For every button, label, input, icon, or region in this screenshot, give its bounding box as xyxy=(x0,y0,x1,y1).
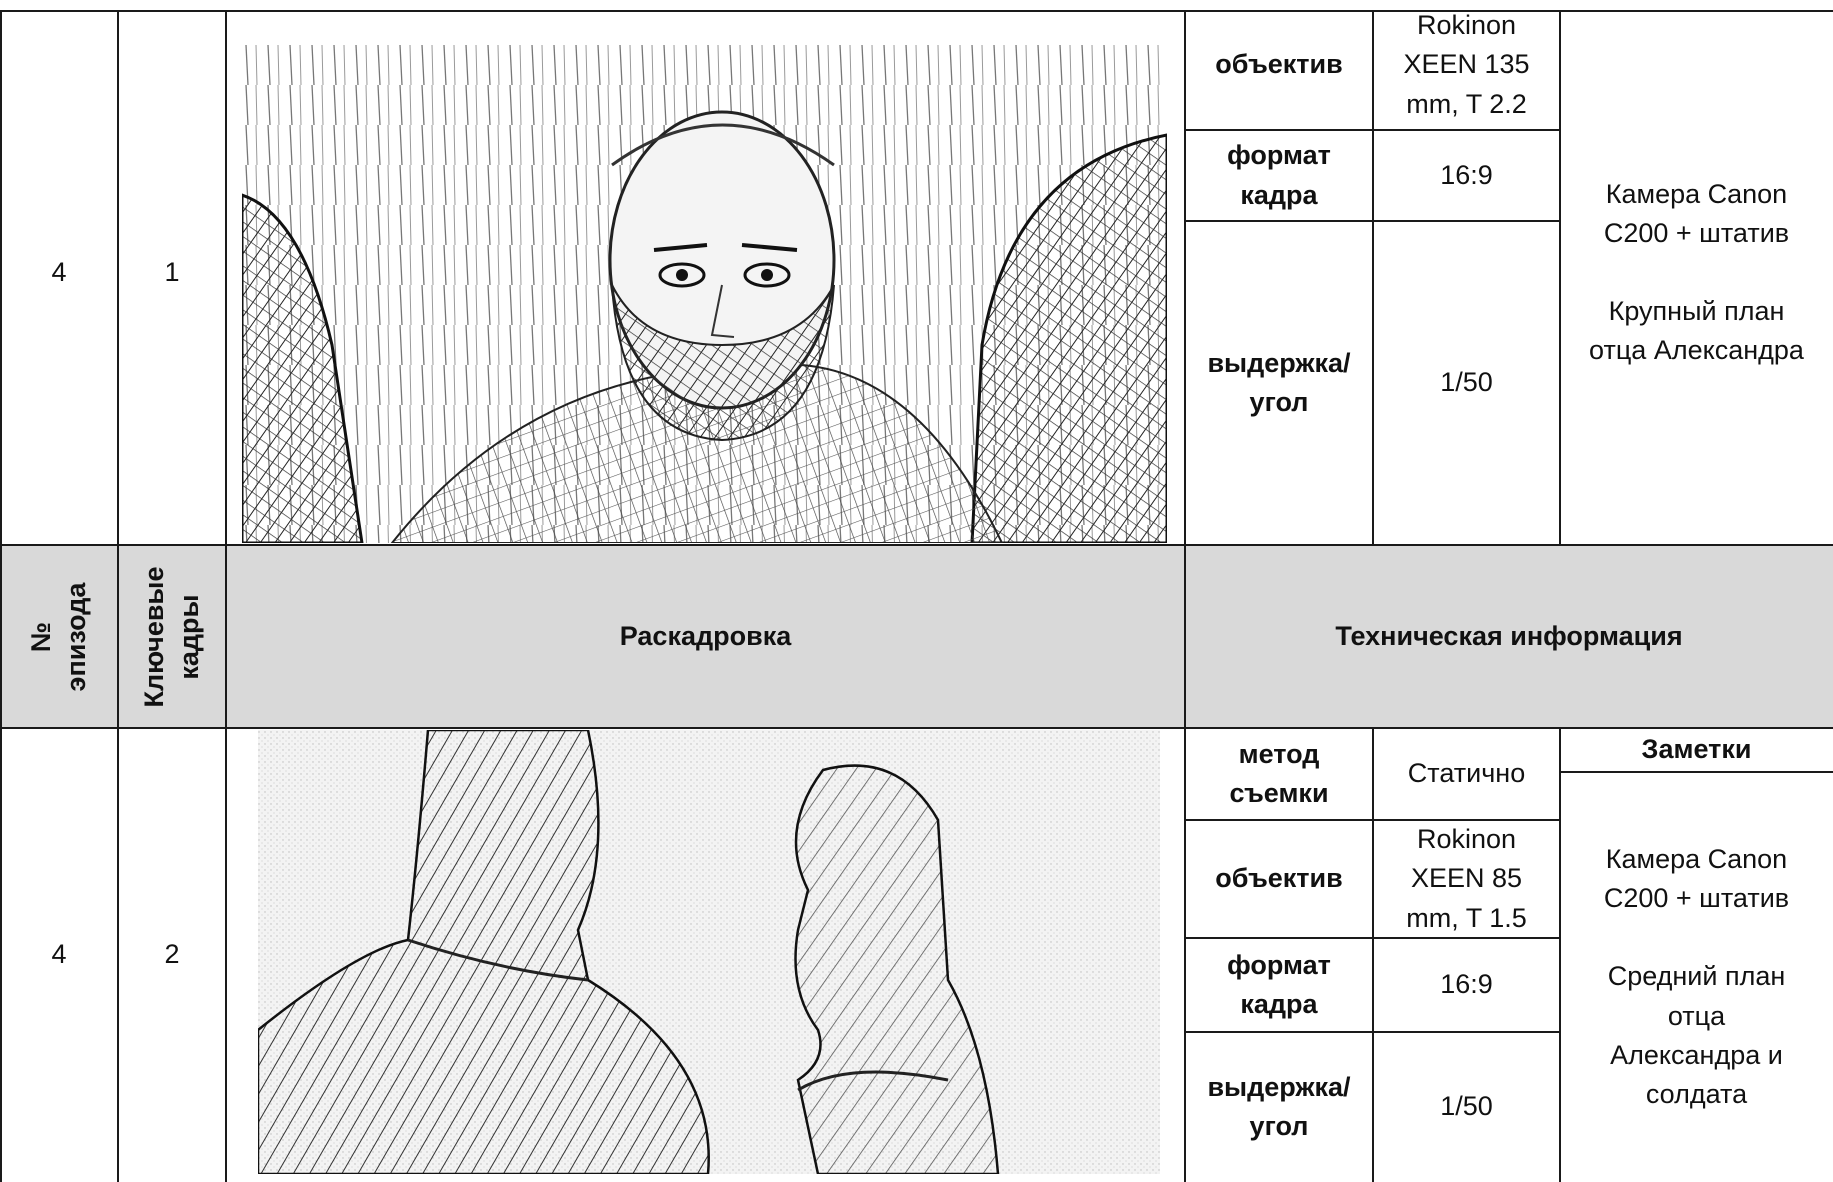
table-border xyxy=(117,10,119,1182)
table-border xyxy=(1184,10,1186,1182)
tech-key-lens: объектив xyxy=(1215,863,1343,894)
storyboard-sketch-closeup xyxy=(242,45,1167,543)
header-band xyxy=(0,545,1833,728)
table-border xyxy=(0,544,1833,546)
notes-cell: Камера Canon C200 + штатив Крупный план … xyxy=(1589,178,1804,366)
episode-column-header: № эпизода xyxy=(25,582,91,692)
tech-value-shutter: 1/50 xyxy=(1440,367,1493,398)
tech-key-shutter: выдержка/ угол xyxy=(1207,347,1351,417)
tech-value-shooting-method: Статично xyxy=(1407,758,1526,789)
table-border xyxy=(0,10,2,1182)
tech-info-column-header: Техническая информация xyxy=(1335,620,1683,651)
tech-value-lens: Rokinon XEEN 135 mm, T 2.2 xyxy=(1403,10,1530,119)
sketch-drawing xyxy=(258,730,1160,1174)
tech-key-frame-format: формат кадра xyxy=(1227,140,1331,210)
table-border xyxy=(1185,129,1560,131)
table-border xyxy=(1559,728,1561,1182)
episode-number-cell: 4 xyxy=(51,939,67,970)
tech-key-lens: объектив xyxy=(1215,49,1343,80)
tech-key-frame-format: формат кадра xyxy=(1227,949,1331,1019)
table-border xyxy=(0,727,1833,729)
tech-value-frame-format: 16:9 xyxy=(1440,969,1493,1000)
table-border xyxy=(225,10,227,1182)
keyframes-column-header: Ключевые кадры xyxy=(138,566,204,708)
tech-value-lens: Rokinon XEEN 85 mm, T 1.5 xyxy=(1406,824,1527,933)
table-border xyxy=(1559,10,1561,545)
storyboard-column-header: Раскадровка xyxy=(619,620,792,651)
episode-number-cell: 4 xyxy=(51,256,67,287)
keyframe-number-cell: 1 xyxy=(164,256,180,287)
tech-value-shutter: 1/50 xyxy=(1440,1091,1493,1122)
table-border xyxy=(1560,771,1833,773)
table-border xyxy=(1372,10,1374,545)
table-border xyxy=(1185,819,1560,821)
sketch-drawing xyxy=(242,45,1167,543)
notes-header: Заметки xyxy=(1641,734,1752,765)
tech-key-shooting-method: метод съемки xyxy=(1229,738,1329,808)
keyframe-number-cell: 2 xyxy=(164,939,180,970)
table-border xyxy=(1185,937,1560,939)
table-border xyxy=(1372,728,1374,1182)
table-border xyxy=(1185,1031,1560,1033)
tech-key-shutter: выдержка/ угол xyxy=(1207,1071,1351,1141)
storyboard-sketch-medium xyxy=(258,730,1160,1174)
table-border xyxy=(0,10,1833,12)
notes-cell: Камера Canon C200 + штатив Средний план … xyxy=(1603,844,1790,1109)
table-border xyxy=(1185,220,1560,222)
tech-value-frame-format: 16:9 xyxy=(1440,159,1493,190)
